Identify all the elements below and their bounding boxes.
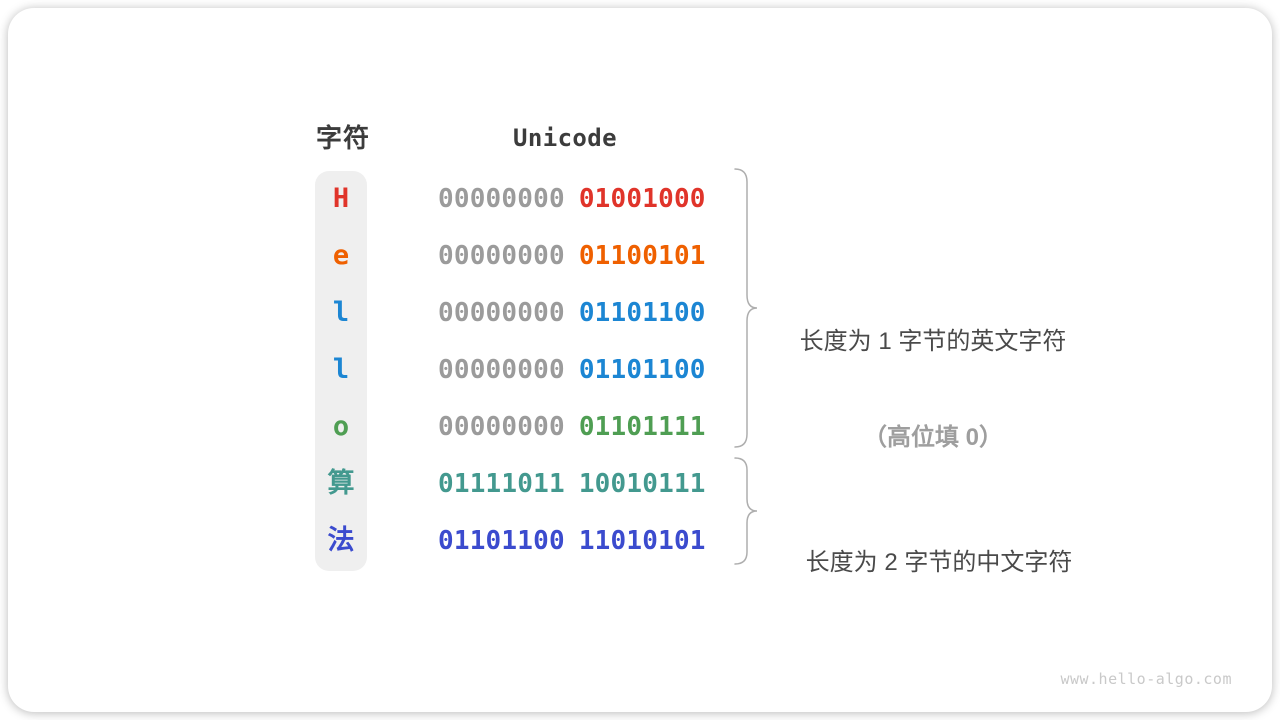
unicode-high-byte: 01101100 — [438, 526, 565, 556]
annotation-chinese-chars: 长度为 2 字节的中文字符 — [779, 492, 1099, 634]
annotation-english-chars: 长度为 1 字节的英文字符 （高位填 0） — [773, 271, 1093, 509]
unicode-low-byte: 10010111 — [578, 469, 706, 499]
unicode-low-byte: 01101100 — [578, 355, 706, 385]
unicode-binary-cell: 00000000 01100101 — [438, 239, 706, 273]
annotation-line: 长度为 2 字节的中文字符 — [805, 549, 1073, 576]
unicode-binary-cell: 01111011 10010111 — [438, 467, 706, 501]
unicode-low-byte: 01001000 — [578, 184, 706, 214]
character-cell: e — [332, 240, 350, 271]
unicode-binary-cell: 01101100 11010101 — [438, 524, 706, 558]
table-row: 算 01111011 10010111 — [8, 467, 768, 501]
annotation-line: 长度为 1 字节的英文字符 — [799, 328, 1067, 355]
table-row: l 00000000 01101100 — [8, 296, 768, 330]
watermark-url: www.hello-algo.com — [1060, 670, 1232, 688]
character-column-background — [315, 171, 367, 571]
unicode-binary-cell: 00000000 01101100 — [438, 353, 706, 387]
column-header-unicode: Unicode — [513, 124, 617, 152]
unicode-low-byte: 01100101 — [578, 241, 706, 271]
character-cell: l — [332, 354, 350, 385]
unicode-binary-cell: 00000000 01101100 — [438, 296, 706, 330]
unicode-high-byte: 00000000 — [438, 355, 565, 385]
character-cell: l — [332, 297, 350, 328]
unicode-low-byte: 11010101 — [578, 526, 706, 556]
unicode-low-byte: 01101111 — [578, 412, 706, 442]
character-cell: 算 — [327, 468, 355, 499]
table-row: 法 01101100 11010101 — [8, 524, 768, 558]
unicode-low-byte: 01101100 — [578, 298, 706, 328]
table-row: e 00000000 01100101 — [8, 239, 768, 273]
unicode-high-byte: 01111011 — [438, 469, 565, 499]
figure-card: 字符 Unicode H 00000000 01001000 e 00000000… — [8, 8, 1272, 712]
character-cell: o — [332, 411, 350, 442]
character-cell: 法 — [327, 525, 355, 556]
unicode-high-byte: 00000000 — [438, 412, 565, 442]
unicode-binary-cell: 00000000 01001000 — [438, 182, 706, 216]
table-row: l 00000000 01101100 — [8, 353, 768, 387]
unicode-binary-cell: 00000000 01101111 — [438, 410, 706, 444]
column-header-character: 字符 — [315, 123, 370, 153]
table-row: H 00000000 01001000 — [8, 182, 768, 216]
unicode-high-byte: 00000000 — [438, 184, 565, 214]
unicode-high-byte: 00000000 — [438, 241, 565, 271]
annotation-subline: （高位填 0） — [862, 424, 1003, 451]
unicode-high-byte: 00000000 — [438, 298, 565, 328]
table-row: o 00000000 01101111 — [8, 410, 768, 444]
character-cell: H — [332, 183, 350, 214]
